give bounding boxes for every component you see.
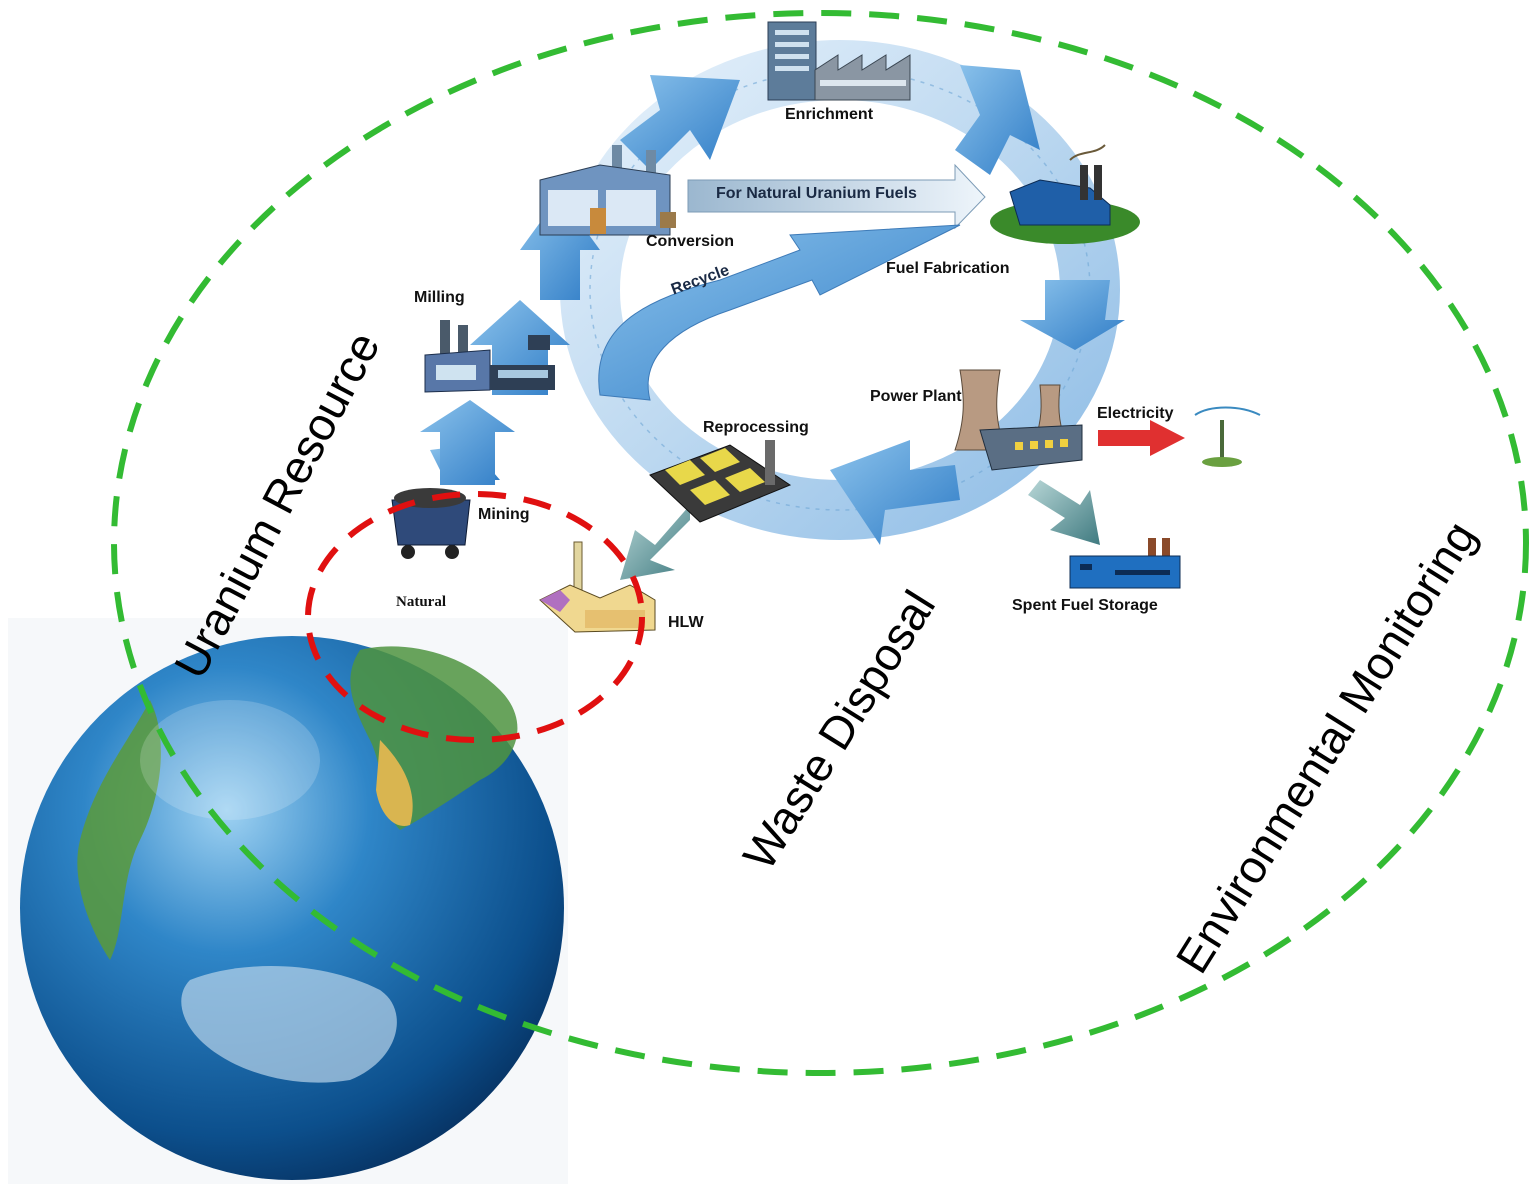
reprocessing-plant (649, 440, 792, 523)
fuel-fabrication-plant (990, 144, 1140, 244)
electricity-pylon (1194, 406, 1261, 467)
power-plant (954, 369, 1083, 471)
spent-fuel-storage-label: Spent Fuel Storage (1012, 597, 1158, 614)
natural-uranium-fuels-label: For Natural Uranium Fuels (716, 185, 917, 202)
power-plant-label: Power Plant (870, 388, 962, 405)
milling-plant (424, 320, 555, 393)
natural-uranium-fuels-arrow (687, 163, 986, 230)
enrichment-building (767, 21, 911, 101)
milling-label: Milling (414, 289, 465, 306)
conversion-label: Conversion (646, 233, 735, 250)
red-dashed-ellipse (305, 491, 645, 743)
mining-cart (391, 488, 471, 559)
spent-fuel-storage-building (1069, 538, 1181, 589)
mining-label: Mining (478, 506, 530, 523)
electricity-arrow (1098, 420, 1185, 456)
reprocessing-label: Reprocessing (703, 419, 809, 436)
spent-fuel-arrow (1028, 480, 1100, 545)
hlw-arrow (620, 505, 690, 580)
enrichment-label: Enrichment (785, 106, 874, 123)
recycle-arrow (598, 224, 961, 401)
fuel-fabrication-label: Fuel Fabrication (886, 260, 1010, 277)
conversion-building (539, 145, 676, 236)
earth-globe (20, 636, 564, 1180)
green-dashed-ellipse (111, 10, 1529, 1076)
natural-label: Natural (396, 594, 446, 610)
hlw-label: HLW (668, 614, 704, 631)
electricity-label: Electricity (1097, 405, 1174, 422)
hlw-facility (539, 541, 656, 633)
cycle-arrows (520, 65, 1125, 545)
